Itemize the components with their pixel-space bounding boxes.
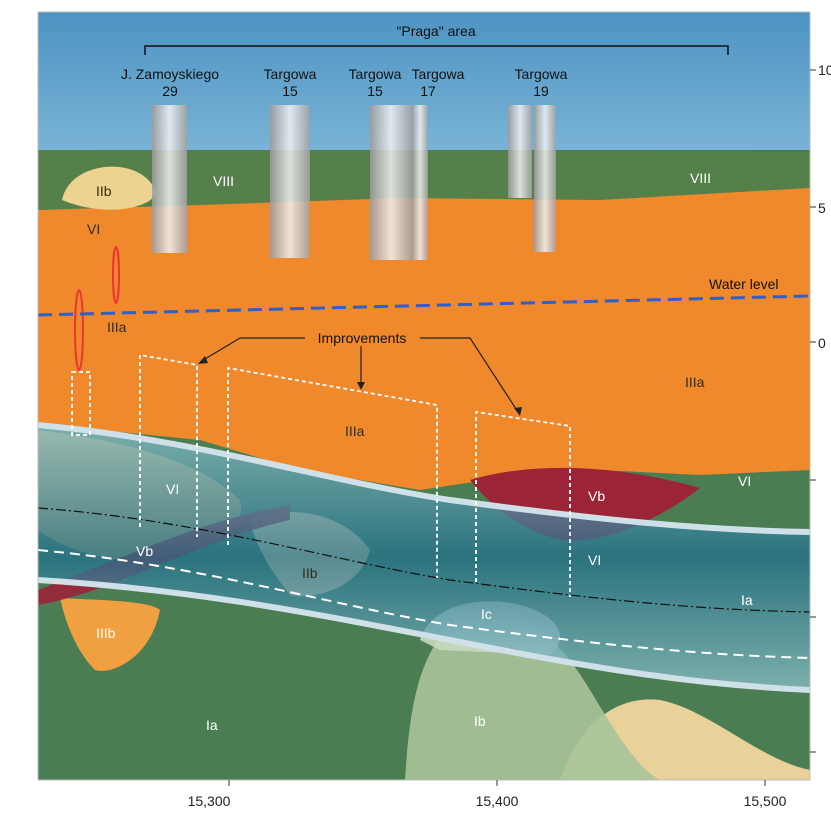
layer-label-ic: Ic [481,606,492,622]
light-zone-ib [405,608,660,780]
plot-frame [37,11,811,781]
building-label-targowa-15: Targowa 15 [264,67,317,98]
red-ellipse-upper [112,246,120,304]
building-label-targowa-19: Targowa 19 [515,67,568,98]
layer-label-iiia-right: IIIa [685,374,705,390]
building-number: 29 [162,83,178,99]
layer-label-iib-mid: IIb [302,565,318,581]
building-name: Targowa [348,66,402,82]
improvements-label: Improvements [314,331,410,345]
building-number: 15 [367,83,383,99]
pile-zamoyskiego-29 [152,105,187,253]
building-label-targowa-17: Targowa 17 [412,67,465,98]
layer-label-vi-left: VI [166,481,180,497]
layer-label-viii-right: VIII [690,170,712,186]
dash-dot-line [38,507,810,613]
building-name: Targowa [411,66,465,82]
red-ellipse-lower [74,289,84,371]
building-number: 19 [533,83,549,99]
layer-label-ia-right: Ia [741,592,753,608]
improvement-box-2 [227,366,438,578]
layer-label-vi-right-lower: VI [588,552,602,568]
layer-label-viii-left: VIII [213,173,235,189]
improvement-arrow-left [199,337,305,363]
building-label-targowa-15b: Targowa 15 [349,67,402,98]
building-label-zamoyskiego: J. Zamoyskiego 29 [121,67,219,98]
water-level-line [38,294,810,317]
arrowhead-right [514,407,522,416]
layer-label-iiia-left: IIIa [107,319,127,335]
building-number: 17 [420,83,436,99]
building-name: J. Zamoyskiego [120,66,220,82]
layer-label-vb-left: Vb [136,543,154,559]
pile-targowa-19b [534,105,556,252]
improvement-box-small [71,371,91,436]
layer-label-iib-top: IIb [96,183,112,199]
x-tick-label-15300: 15,300 [187,793,231,809]
y-tick-label-0: 0 [818,335,826,351]
layer-label-vi-top: VI [87,221,101,237]
orange-layer-iiia [38,188,810,490]
praga-area-bracket [144,45,729,55]
y-tick-label-5: 5 [818,200,826,216]
x-tick-label-15400: 15,400 [475,793,519,809]
layer-label-ib: Ib [474,713,486,729]
tunnel-lower-edge [38,577,810,693]
building-name: Targowa [514,66,568,82]
improvement-box-3 [475,410,571,597]
building-name: Targowa [263,66,317,82]
layer-label-ia-bottom: Ia [206,717,218,733]
white-dashed-line [38,549,810,659]
pile-targowa-17 [412,105,428,260]
x-tick-label-15500: 15,500 [743,793,787,809]
arrowhead-mid [357,382,365,390]
layer-label-vi-right-upper: VI [738,473,752,489]
building-number: 15 [282,83,298,99]
tunnel-upper-edge [38,422,810,535]
water-level-label: Water level [709,276,779,292]
pile-targowa-15b [370,105,412,260]
arrowhead-left [198,356,208,364]
orange-lens-iiib [60,598,160,671]
improvement-arrow-right [420,337,519,413]
layer-label-iiib: IIIb [96,625,116,641]
y-tick-label-10: 10 [818,62,831,78]
layer-label-iiia-center: IIIa [345,423,365,439]
tan-lens-iib-top [62,166,156,210]
pile-targowa-19a [508,105,532,198]
layer-label-vb-right: Vb [588,488,606,504]
praga-area-label: "Praga" area [396,23,476,39]
pile-targowa-15 [270,105,310,258]
improvement-box-1 [139,353,198,537]
tunnel-band [38,425,810,690]
